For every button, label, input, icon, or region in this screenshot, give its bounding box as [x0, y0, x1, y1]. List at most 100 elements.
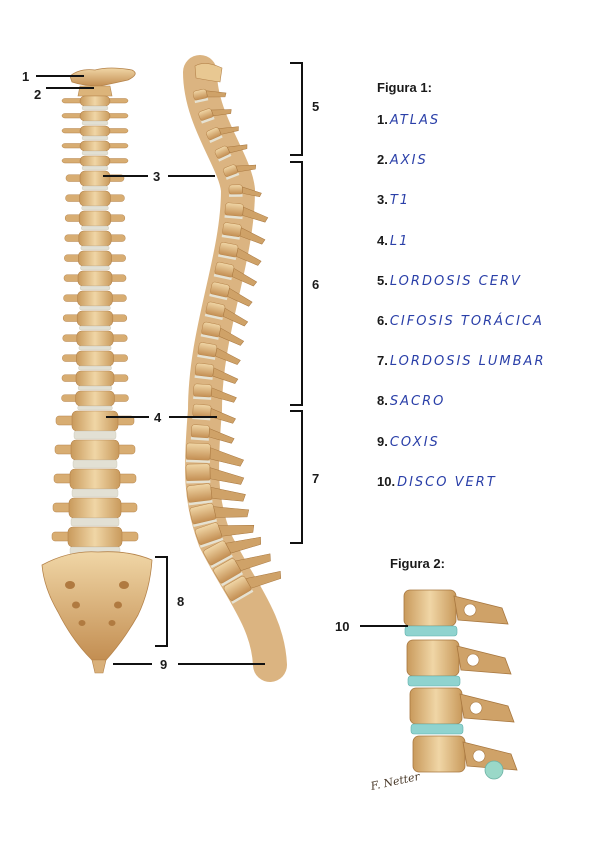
vertebra-lateral — [197, 342, 241, 365]
answer-handwritten: DISCO VERT — [397, 474, 497, 490]
answer-handwritten: T1 — [389, 193, 411, 209]
answer-item-1: 1.ATLAS — [377, 112, 587, 152]
answer-handwritten: ATLAS — [389, 113, 441, 128]
answer-item-2: 2.AXIS — [377, 152, 587, 192]
answer-handwritten: SACRO — [389, 394, 446, 410]
vertebra-lateral — [200, 321, 245, 346]
vertebra-lateral — [185, 463, 245, 485]
vertebra-lateral — [213, 261, 258, 287]
answer-number: 10. — [377, 473, 396, 489]
answer-item-8: 8.SACRO — [377, 393, 587, 433]
label-3: 3 — [153, 169, 160, 184]
vertebra-lateral — [224, 202, 269, 223]
vertebra-lateral — [228, 184, 262, 198]
vertebra-lumbar — [403, 589, 509, 637]
vertebra-lateral — [204, 301, 249, 327]
vertebra-lateral — [221, 222, 266, 245]
answer-item-10: 10.DISCO VERT — [377, 474, 587, 514]
vertebra-lateral — [194, 362, 239, 384]
intervertebral-disc — [407, 675, 461, 687]
vertebra-lateral — [198, 108, 232, 124]
vertebra-anterior — [53, 468, 137, 498]
label-8: 8 — [177, 594, 184, 609]
vertebra-anterior — [63, 270, 127, 291]
label-5: 5 — [312, 99, 319, 114]
leader-lines — [36, 62, 408, 665]
vertebra-lateral — [209, 281, 253, 307]
vertebra-lateral — [213, 553, 271, 587]
answer-handwritten: AXIS — [389, 153, 428, 169]
vertebra-lateral — [186, 483, 246, 506]
vertebra-anterior — [64, 230, 126, 251]
label-7: 7 — [312, 471, 319, 486]
answer-item-9: 9.COXIS — [377, 434, 587, 474]
vertebra-anterior — [65, 190, 125, 211]
answer-number: 6. — [377, 312, 388, 328]
vertebra-lateral — [223, 164, 257, 180]
answer-number: 8. — [377, 393, 388, 409]
answer-item-6: 6.CIFOSIS TORÁCICA — [377, 313, 587, 353]
vertebra-anterior — [64, 210, 126, 231]
vertebra-lateral — [189, 503, 250, 527]
label-10: 10 — [335, 619, 349, 634]
answer-handwritten: LORDOSIS CERV — [389, 273, 522, 289]
vertebra-anterior — [63, 290, 127, 311]
vertebra-lateral — [218, 242, 262, 266]
vertebra-lumbar — [406, 639, 512, 687]
vertebra-anterior — [62, 350, 128, 371]
vertebra-anterior — [61, 155, 129, 171]
answer-number: 4. — [377, 232, 388, 248]
vertebra-anterior — [61, 125, 129, 141]
label-1: 1 — [22, 69, 29, 84]
vertebra-lateral — [203, 536, 261, 569]
vertebra-lateral — [214, 144, 248, 162]
figure1-title: Figura 1: — [377, 80, 432, 95]
intervertebral-disc — [410, 723, 464, 735]
vertebra-anterior — [62, 330, 128, 351]
answer-number: 5. — [377, 272, 388, 288]
answer-item-3: 3.T1 — [377, 192, 587, 232]
coccyx-shape — [91, 659, 107, 674]
vertebra-anterior — [62, 310, 128, 331]
vertebra-anterior — [61, 140, 129, 156]
vertebra-anterior — [54, 439, 136, 469]
netter-signature: F. Netter — [369, 770, 422, 793]
intervertebral-disc — [404, 625, 458, 637]
vertebra-anterior — [61, 370, 129, 391]
vertebra-lateral — [223, 571, 282, 604]
label-9: 9 — [160, 657, 167, 672]
answer-number: 9. — [377, 433, 388, 449]
anterior-spine — [41, 67, 153, 674]
label-6: 6 — [312, 277, 319, 292]
vertebra-lateral — [206, 126, 239, 144]
vertebra-anterior — [61, 110, 129, 126]
answer-item-7: 7.LORDOSIS LUMBAR — [377, 353, 587, 393]
answer-handwritten: CIFOSIS TORÁCICA — [389, 313, 544, 329]
vertebra-lateral — [185, 442, 244, 467]
answer-handwritten: COXIS — [389, 434, 440, 450]
vertebra-anterior — [65, 170, 125, 191]
vertebra-lumbar — [412, 735, 518, 773]
sacrum-shape — [41, 551, 153, 661]
vertebra-lateral — [193, 383, 237, 403]
figure2-title: Figura 2: — [390, 556, 445, 571]
answer-handwritten: LORDOSIS LUMBAR — [389, 354, 546, 370]
figure2-lumbar — [403, 589, 518, 780]
label-2: 2 — [34, 87, 41, 102]
vertebra-anterior — [64, 250, 126, 271]
answer-item-4: 4.L1 — [377, 233, 587, 273]
answer-number: 7. — [377, 353, 388, 369]
answer-handwritten: L1 — [389, 233, 410, 249]
answer-number: 3. — [377, 192, 388, 208]
answer-item-5: 5.LORDOSIS CERV — [377, 273, 587, 313]
vertebra-anterior — [61, 95, 129, 111]
vertebra-anterior — [61, 390, 129, 411]
answer-number: 1. — [377, 112, 388, 127]
vertebra-anterior — [51, 526, 139, 556]
vertebra-lateral — [192, 88, 227, 104]
label-4: 4 — [154, 410, 162, 425]
lateral-spine — [183, 55, 287, 682]
vertebra-anterior — [52, 497, 138, 527]
vertebra-lateral — [194, 522, 255, 548]
